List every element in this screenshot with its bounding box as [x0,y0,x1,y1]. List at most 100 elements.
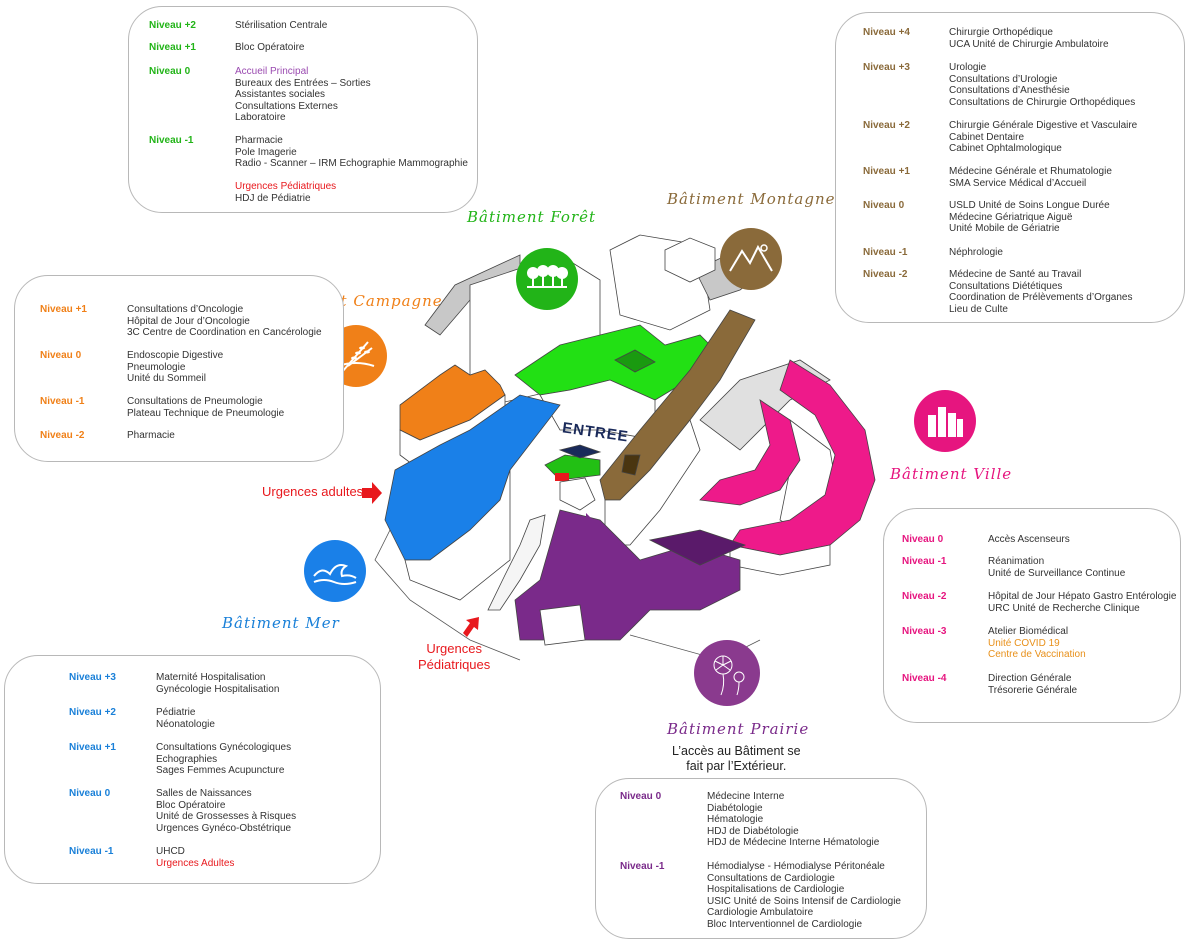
service-item: Bloc Interventionnel de Cardiologie [707,918,863,930]
trees-icon [516,248,578,310]
service-item: Stérilisation Centrale [235,20,328,31]
wave-icon [304,540,366,602]
level-label: Niveau -1 [902,556,947,567]
level-label: Niveau +1 [40,304,87,315]
service-item: Pneumologie [127,361,186,373]
service-item: SMA Service Médical d’Accueil [949,177,1087,189]
service-item: Echographies [156,753,218,765]
level-label: Niveau -4 [902,673,947,684]
service-item: Urgences Gynéco-Obstétrique [156,822,292,834]
level-label: Niveau +1 [149,42,196,53]
service-item: Radio - Scanner – IRM Echographie Mammog… [235,158,468,170]
urgences-adultes-label: Urgences adultes [262,484,364,499]
service-item: Unité Mobile de Gériatrie [949,223,1060,235]
service-item: USIC Unité de Soins Intensif de Cardiolo… [707,895,901,907]
service-item: Bureaux des Entrées – Sorties [235,77,371,89]
service-item: Hématologie [707,814,764,826]
service-item: Centre de Vaccination [988,649,1086,661]
level-label: Niveau +2 [69,707,116,718]
service-item: Assistantes sociales [235,89,326,101]
service-item: Hospitalisations de Cardiologie [707,884,845,896]
service-item: Pédiatrie [156,707,196,718]
level-label: Niveau +4 [863,27,910,38]
level-label: Niveau -1 [149,135,194,146]
service-item: Consultations d’Urologie [949,73,1058,85]
service-item: Unité de Grossesses à Risques [156,811,297,823]
service-item: Consultations d’Oncologie [127,304,244,315]
batiment-montagne-title: Bâtiment Montagne [667,190,836,208]
service-item: HDJ de Pédiatrie [235,192,311,204]
service-item: Urgences Adultes [156,857,235,869]
level-services-list: Bloc Opératoire [235,42,304,54]
service-item: HDJ de Diabétologie [707,825,799,837]
level-label: Niveau +3 [69,672,116,683]
service-item: Pharmacie [127,430,175,441]
service-item: Hôpital de Jour Hépato Gastro Entérologi… [988,591,1177,602]
service-item: Lieu de Culte [949,303,1008,315]
urgences-pediatriques-arrow [463,617,479,637]
urgences-adultes-arrow [362,482,382,504]
level-label: Niveau +3 [863,62,910,73]
service-item: Maternité Hospitalisation [156,672,266,683]
dandelion-icon [694,640,760,706]
level-label: Niveau +1 [69,742,116,753]
level-services-list: Stérilisation Centrale [235,20,327,32]
service-item: Néonatologie [156,718,215,730]
service-item: Chirurgie Orthopédique [949,27,1053,38]
service-item: Atelier Biomédical [988,626,1069,637]
level-label: Niveau -3 [902,626,947,637]
service-item: Consultations de Pneumologie [127,396,263,407]
service-item: Chirurgie Générale Digestive et Vasculai… [949,120,1138,131]
level-label: Niveau 0 [902,534,944,545]
service-item: Bloc Opératoire [156,799,226,811]
batiment-ville-title: Bâtiment Ville [890,465,1013,483]
service-item: Consultations d’Anesthésie [949,85,1070,97]
service-item: Consultations de Cardiologie [707,872,835,884]
service-item: Endoscopie Digestive [127,350,224,361]
level-services-list: Néphrologie [949,247,1003,259]
service-item: Coordination de Prélèvements d’Organes [949,292,1133,304]
service-item [235,170,468,182]
service-item: HDJ de Médecine Interne Hématologie [707,837,880,849]
level-services-list: Chirurgie Générale Digestive et Vasculai… [949,120,1137,155]
service-item: 3C Centre de Coordination en Cancérologi… [127,327,322,339]
level-label: Niveau +2 [149,20,196,31]
batiment-mer-title: Bâtiment Mer [222,614,340,632]
service-item: USLD Unité de Soins Longue Durée [949,200,1110,211]
service-item: Urologie [949,62,987,73]
service-item: Réanimation [988,556,1045,567]
level-label: Niveau -1 [620,861,665,872]
service-item: Consultations Externes [235,100,338,112]
service-item: Salles de Naissances [156,788,252,799]
service-item: Consultations Gynécologiques [156,742,292,753]
service-item: Plateau Technique de Pneumologie [127,407,285,419]
service-item: Hémodialyse - Hémodialyse Péritonéale [707,861,885,872]
service-item: Diabétologie [707,802,763,814]
level-label: Niveau 0 [149,66,191,77]
service-item: UHCD [156,846,185,857]
service-item: Médecine Interne [707,791,785,802]
level-label: Niveau -2 [40,430,85,441]
service-item: Pharmacie [235,135,283,146]
level-label: Niveau +1 [863,166,910,177]
service-item: Accès Ascenseurs [988,534,1070,545]
